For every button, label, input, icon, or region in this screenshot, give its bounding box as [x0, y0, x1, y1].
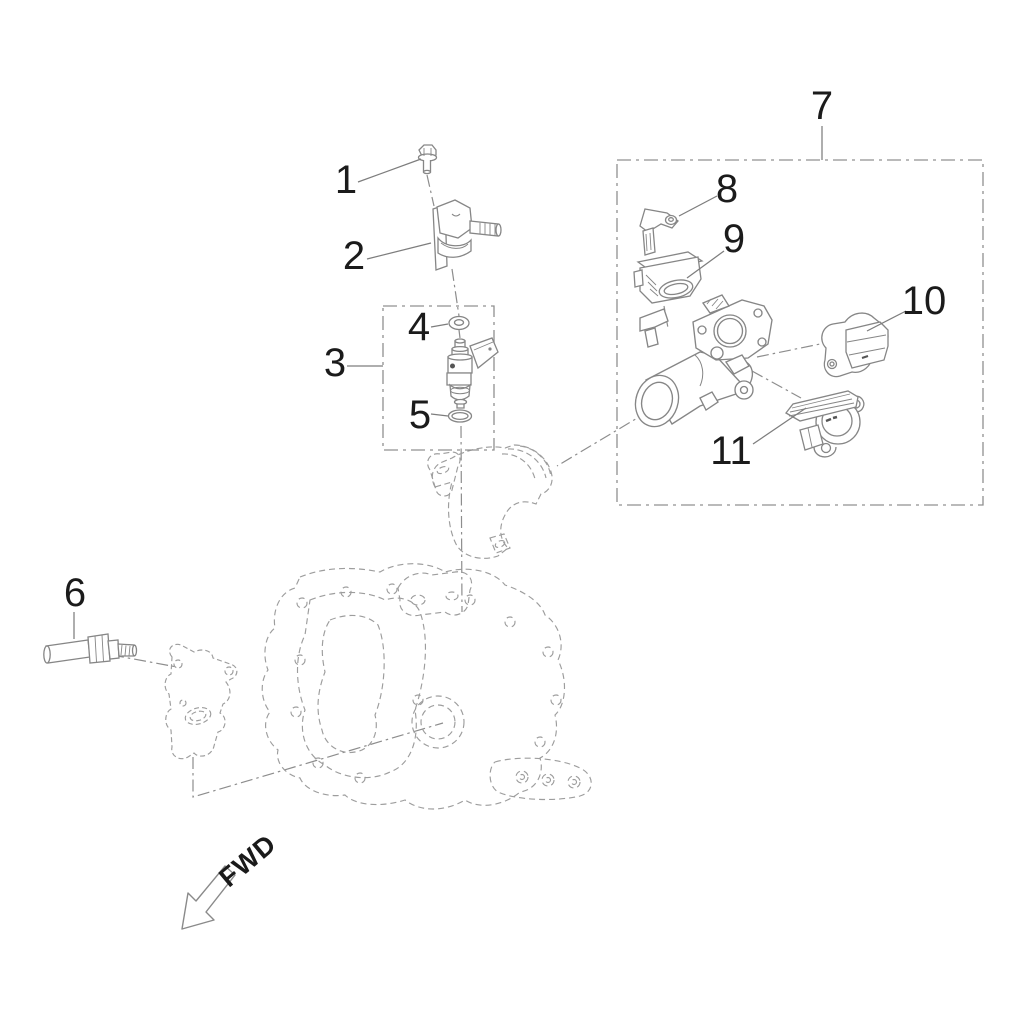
part-8-bracket	[639, 208, 679, 256]
part-11-throttle-position-sensor	[785, 390, 865, 458]
callout-8: 8	[715, 167, 739, 211]
callout-5: 5	[408, 393, 432, 437]
group-boxes	[382, 159, 984, 506]
intake-pipe-reference	[427, 444, 553, 559]
callout-11: 11	[710, 429, 752, 473]
callout-2: 2	[342, 234, 366, 278]
throttle-body	[634, 294, 773, 428]
callout-9: 9	[722, 217, 746, 261]
part-1-flange-bolt	[417, 144, 438, 175]
engine-case-reference	[261, 563, 592, 810]
callout-6: 6	[63, 571, 87, 615]
part-4-grommet	[448, 315, 470, 331]
callout-10: 10	[901, 279, 947, 323]
callout-1: 1	[334, 158, 358, 202]
part-9-connector	[633, 251, 704, 304]
part-6-temperature-sensor	[43, 633, 138, 664]
part-2-fuel-hose-joint	[432, 199, 502, 271]
part-5-o-ring	[447, 409, 473, 423]
callout-7: 7	[810, 84, 834, 128]
callout-3: 3	[323, 341, 347, 385]
sensor-boss-reference	[164, 643, 238, 760]
part-3-fuel-injector	[446, 337, 499, 409]
leader-lines	[73, 126, 907, 639]
fwd-arrow-icon	[181, 865, 236, 930]
injector-group-box	[382, 305, 495, 451]
assembly-centerlines	[111, 174, 821, 798]
throttle-group-box	[616, 159, 984, 506]
part-10-sensor	[821, 312, 889, 378]
callout-4: 4	[407, 305, 431, 349]
